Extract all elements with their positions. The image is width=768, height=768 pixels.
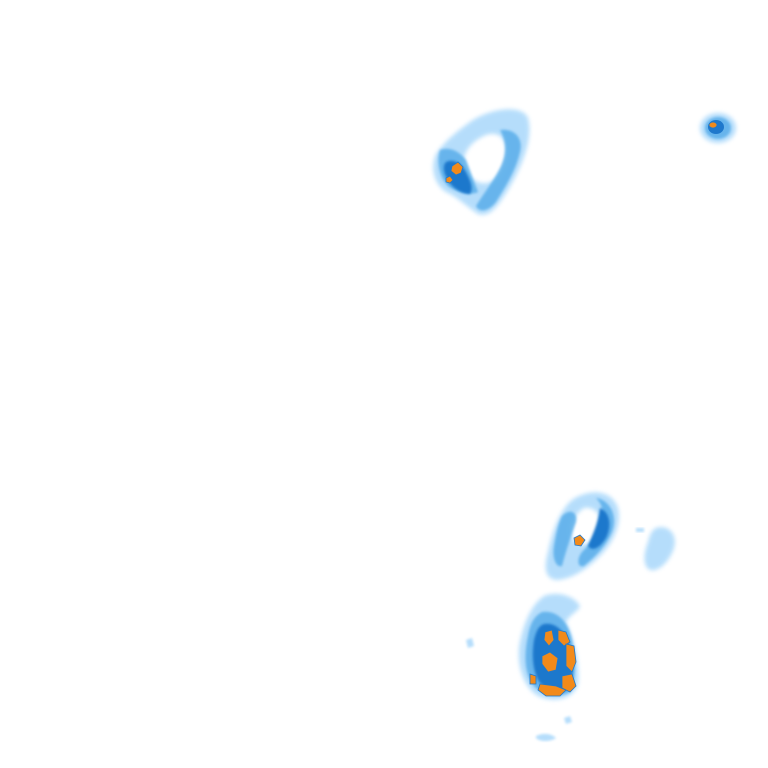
precip-cell-north-east <box>700 113 736 143</box>
precip-cell-south-core <box>466 593 580 741</box>
precip-cell-south-ring <box>545 492 619 580</box>
precip-cell-east-small <box>636 527 675 571</box>
precip-cell-north-ring <box>433 109 530 215</box>
